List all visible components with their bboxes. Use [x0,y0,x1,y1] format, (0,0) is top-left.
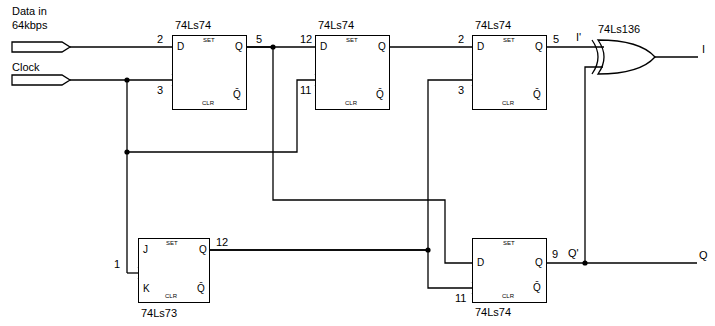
signal-name: Q' [568,246,579,260]
part-number: 74Ls74 [318,19,354,32]
pin-name: Q [535,41,543,53]
pin-name: Q̄ [533,89,541,101]
xor-gate [592,40,598,74]
pin-number: 3 [157,83,163,97]
pin-function: SET [166,240,178,247]
pin-name: Q̄ [376,89,384,101]
pin-name: Q [235,41,243,53]
74-flip-flop: 74Ls74DSETQCLRQ̄ [172,35,247,110]
wire [126,80,127,273]
wire [390,46,472,47]
pin-function: CLR [345,100,357,107]
pin-number: 2 [157,32,163,46]
signal-name: Q [699,248,708,262]
wire [210,250,472,288]
junction-dot [124,149,129,154]
pin-number: 11 [455,291,466,305]
pin-name: Q [535,257,543,269]
pin-function: CLR [502,100,514,107]
pin-number: 12 [300,32,312,46]
pin-name: Q [378,41,386,53]
pin-number: 5 [553,32,559,46]
pin-name: D [477,41,484,53]
pin-name: K [143,283,150,295]
pin-function: CLR [202,100,214,107]
pin-function: SET [203,37,215,44]
wire [70,46,172,47]
pin-number: 3 [458,83,464,97]
part-number: 74Ls74 [475,19,511,32]
pin-function: CLR [165,293,177,300]
pin-name: Q̄ [197,283,205,295]
input-label: Clock [12,60,40,74]
pin-name: J [143,244,148,256]
74-flip-flop: 74Ls74DSETQCLRQ̄ [472,238,547,303]
signal-name: I [702,42,705,56]
part-number: 74Ls74 [475,306,511,319]
wire [70,79,172,80]
part-number: 74Ls74 [175,19,211,32]
pin-name: Q̄ [533,282,541,294]
pin-name: Q̄ [233,89,241,101]
pin-function: CLR [502,293,514,300]
pin-number: 2 [458,32,464,46]
input-terminal [12,75,70,85]
wire [127,272,138,273]
junction-dot [124,77,129,82]
part-number: 74Ls136 [598,22,640,36]
pin-number: 12 [216,235,228,249]
jk-flip-flop: JSETQKCLRQ̄74Ls73 [138,238,210,303]
junction-dot [582,260,587,265]
pin-function: SET [503,37,515,44]
wire [585,67,603,263]
pin-number: 1 [114,257,120,271]
pin-number: 5 [256,32,262,46]
pin-name: D [320,41,327,53]
part-number: 74Ls73 [141,307,177,320]
74-flip-flop: 74Ls74DSETQCLRQ̄ [472,35,547,110]
input-label: Data in 64kbps [12,4,68,32]
74-flip-flop: 74Ls74DSETQCLRQ̄ [315,35,390,110]
pin-name: D [477,257,484,269]
pin-function: SET [503,240,515,247]
pin-number: 9 [552,247,558,261]
wire [655,56,698,57]
xor-gate [598,40,655,74]
pin-function: SET [346,37,358,44]
input-terminal [12,42,70,52]
pin-name: D [177,41,184,53]
wire [547,262,697,263]
signal-name: I' [576,30,581,44]
pin-name: Q [199,244,207,256]
pin-number: 11 [300,83,311,97]
